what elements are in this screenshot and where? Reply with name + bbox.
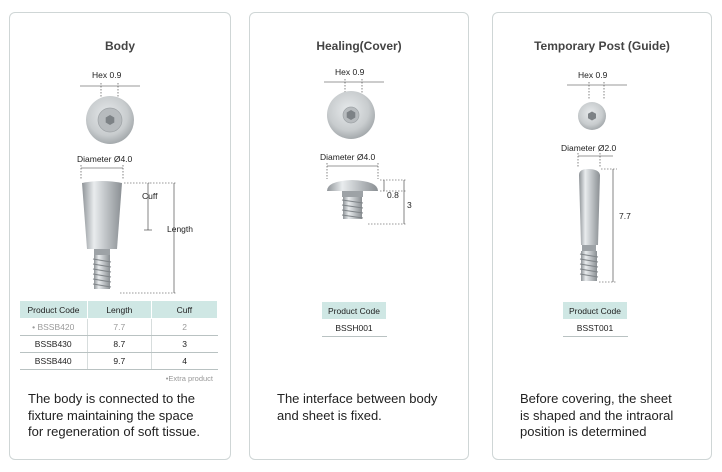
- table-row: • BSSB420 7.7 2: [19, 318, 218, 336]
- body-side-view-icon: [80, 165, 176, 294]
- healing-top-view-icon: [327, 91, 375, 139]
- table-row: BSST001: [562, 319, 628, 337]
- column-header: Cuff: [150, 300, 219, 319]
- post-side-view-icon: [577, 153, 617, 283]
- table-cell: BSSB440: [19, 352, 88, 370]
- column-header: Product Code: [19, 300, 88, 319]
- cuff-label: Cuff: [142, 191, 158, 201]
- table-cell: 8.7: [86, 335, 152, 353]
- dimension-label-height: 3: [407, 200, 412, 210]
- diameter-label: Diameter Ø4.0: [77, 154, 133, 164]
- product-table: Product Code Length Cuff • BSSB420 7.7 2…: [19, 300, 219, 370]
- table-row: BSSB440 9.7 4: [19, 352, 218, 370]
- hex-label: Hex 0.9: [92, 70, 122, 80]
- column-header: Product Code: [321, 301, 387, 320]
- card-description: The body is connected to the fixture mai…: [28, 391, 200, 439]
- table-cell: BSSB430: [19, 335, 88, 353]
- product-table: Product Code BSST001: [562, 301, 628, 337]
- table-cell: 3: [150, 335, 218, 353]
- healing-side-view-icon: [326, 163, 406, 225]
- card-description: Before covering, the sheet is shaped and…: [520, 391, 674, 439]
- body-card: Body Hex 0.9 Diameter Ø4.0 Cuff Length: [9, 12, 231, 460]
- column-header: Length: [86, 300, 152, 319]
- table-cell: 9.7: [86, 352, 152, 370]
- dimension-label-height: 7.7: [619, 211, 631, 221]
- diameter-label: Diameter Ø2.0: [561, 143, 617, 153]
- body-top-view-icon: [86, 96, 134, 144]
- extra-product-note: •Extra product: [165, 374, 213, 383]
- table-row: BSSB430 8.7 3: [19, 335, 218, 353]
- table-cell: 7.7: [86, 318, 152, 336]
- temporary-post-card: Temporary Post (Guide) Hex 0.9 Diameter …: [492, 12, 712, 460]
- healing-cover-card: Healing(Cover) Hex 0.9 Diameter Ø4.0 0.8…: [249, 12, 469, 460]
- diameter-label: Diameter Ø4.0: [320, 152, 376, 162]
- table-cell: BSST001: [562, 319, 628, 337]
- table-cell: BSSH001: [321, 319, 387, 337]
- table-cell: 4: [150, 352, 218, 370]
- card-title: Temporary Post (Guide): [534, 39, 670, 53]
- length-label: Length: [167, 224, 193, 234]
- card-title: Healing(Cover): [316, 39, 402, 53]
- hex-label: Hex 0.9: [335, 67, 365, 77]
- table-cell: • BSSB420: [19, 318, 88, 336]
- table-cell: 2: [150, 318, 218, 336]
- card-description: The interface between body and sheet is …: [277, 391, 438, 423]
- dimension-label-top: 0.8: [387, 190, 399, 200]
- hex-label: Hex 0.9: [578, 70, 608, 80]
- table-row: BSSH001: [321, 319, 387, 337]
- post-top-view-icon: [578, 102, 606, 130]
- column-header: Product Code: [562, 301, 628, 320]
- card-title: Body: [105, 39, 135, 53]
- product-table: Product Code BSSH001: [321, 301, 387, 337]
- hex-dimension-line: [567, 82, 627, 100]
